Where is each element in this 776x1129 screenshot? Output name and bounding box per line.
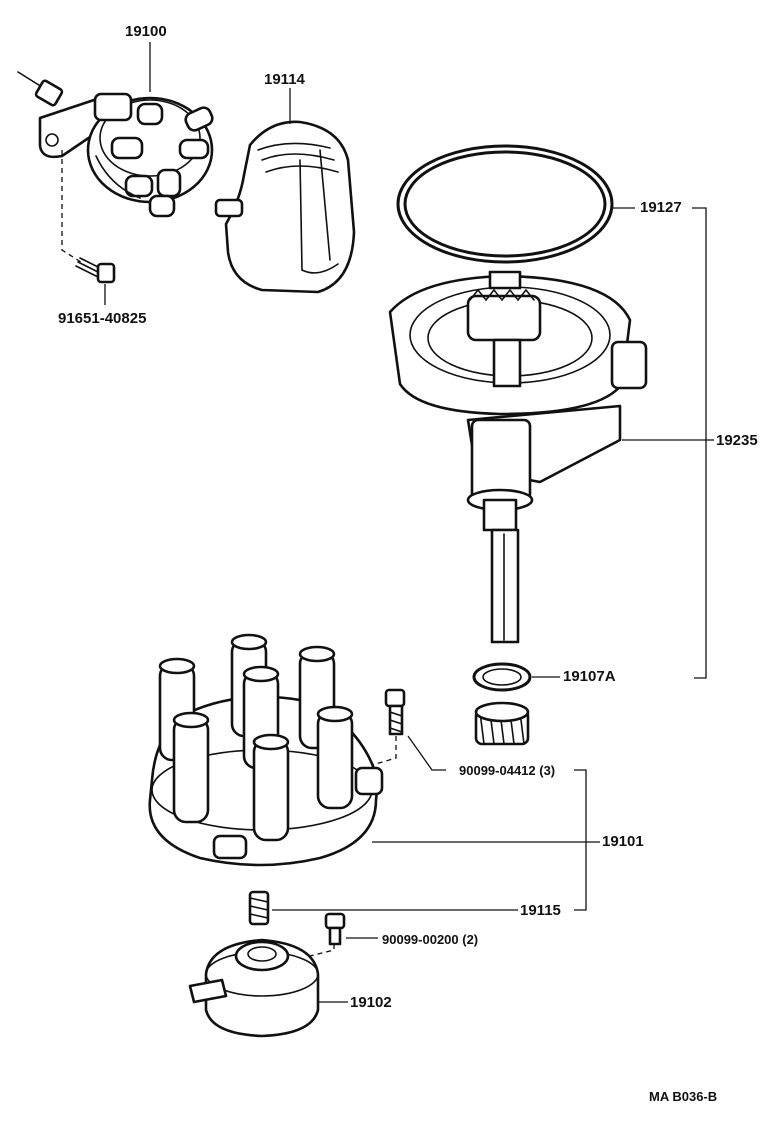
part-label-19102: 19102 bbox=[350, 994, 392, 1011]
figure-code: MA B036-B bbox=[649, 1089, 718, 1104]
part-label-90099-00200: 90099-00200 (2) bbox=[382, 932, 479, 947]
rotor-drawing bbox=[188, 938, 320, 1038]
screw-90099-00200-drawing bbox=[309, 912, 346, 957]
spring-drawing bbox=[248, 890, 270, 926]
o-ring-drawing bbox=[396, 144, 614, 264]
distributor-cap-drawing bbox=[148, 633, 384, 867]
part-label-19235: 19235 bbox=[716, 432, 758, 449]
part-label-19107A: 19107A bbox=[563, 668, 616, 685]
bolt-91651-drawing bbox=[61, 150, 116, 284]
part-label-91651-40825: 91651-40825 bbox=[58, 310, 147, 327]
part-label-19101: 19101 bbox=[602, 833, 644, 850]
part-label-19127: 19127 bbox=[640, 199, 682, 216]
part-label-19100: 19100 bbox=[125, 23, 167, 40]
bolt-90099-04412-drawing bbox=[361, 688, 406, 769]
part-label-19114: 19114 bbox=[264, 71, 305, 88]
rubber-cover-drawing bbox=[214, 120, 356, 294]
part-label-90099-04412: 90099-04412 (3) bbox=[459, 763, 556, 778]
part-label-19115: 19115 bbox=[520, 902, 561, 919]
distributor-head-drawing bbox=[17, 71, 214, 218]
leader-lines bbox=[104, 42, 714, 1003]
drive-gear-drawing bbox=[474, 701, 530, 746]
washer-drawing bbox=[472, 662, 532, 692]
distributor-housing-drawing bbox=[388, 270, 648, 644]
